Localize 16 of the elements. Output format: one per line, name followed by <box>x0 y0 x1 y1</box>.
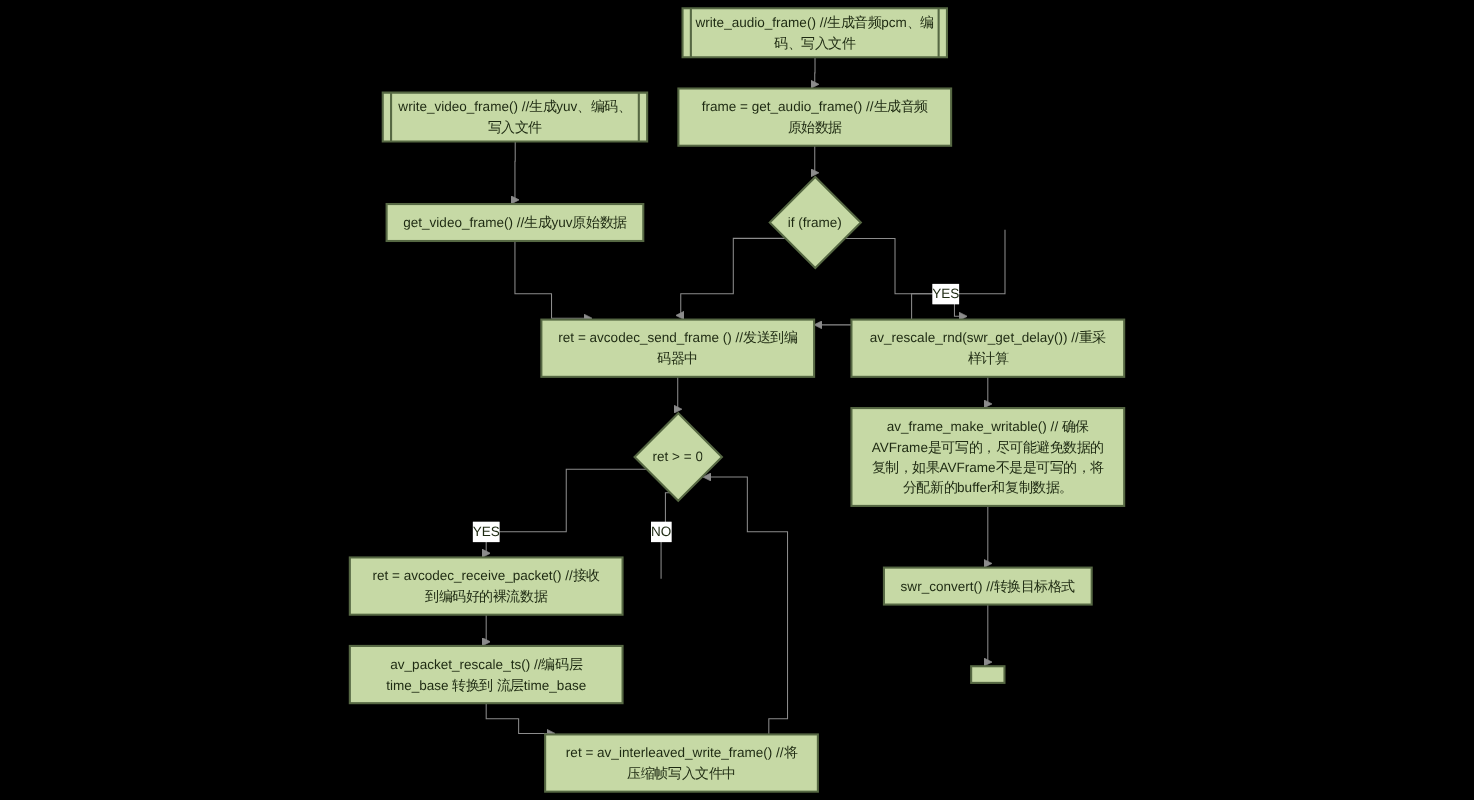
arrow <box>983 505 993 568</box>
arrow <box>673 376 683 414</box>
arrow <box>843 238 968 321</box>
arrow <box>481 468 647 558</box>
connector <box>660 492 671 580</box>
arrow <box>675 237 786 320</box>
arrow <box>810 145 820 178</box>
arrow <box>810 57 820 89</box>
node-box <box>970 665 1006 684</box>
arrow <box>510 141 520 205</box>
arrow <box>983 376 993 409</box>
arrow <box>702 472 789 735</box>
arrow <box>485 702 556 739</box>
arrow <box>514 240 593 323</box>
arrow <box>983 604 993 667</box>
arrow <box>481 614 491 647</box>
